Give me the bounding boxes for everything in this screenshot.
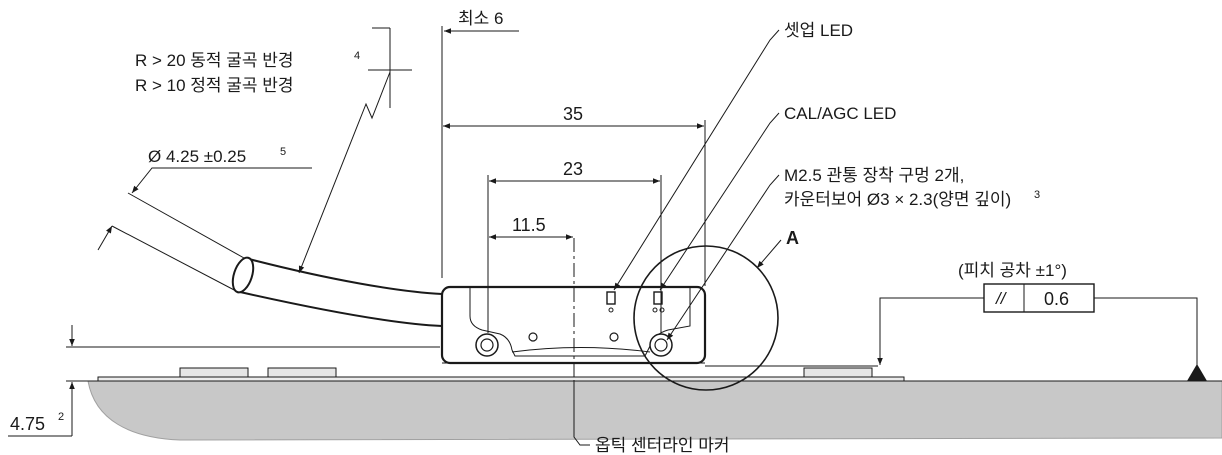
cable-bottom-edge xyxy=(239,291,443,327)
setup-led-leader xyxy=(613,29,780,291)
tolerance-leader-right xyxy=(1094,297,1198,366)
mount-holes-note: 3 xyxy=(1034,189,1040,201)
cable-diameter-ext-bottom xyxy=(111,225,239,293)
mount-hole-right-outer xyxy=(649,333,673,357)
dim-35-label: 35 xyxy=(563,104,583,124)
height-label: 4.75 xyxy=(10,414,45,434)
cable-diameter-note: 5 xyxy=(280,146,286,158)
scale-pad-1 xyxy=(179,367,249,378)
cable-diameter-arrow-bottom xyxy=(97,225,113,251)
cal-agc-led-label: CAL/AGC LED xyxy=(784,104,896,123)
optical-centerline-leader xyxy=(573,380,590,446)
height-note: 2 xyxy=(58,411,64,423)
detail-a-label: A xyxy=(786,228,799,248)
cable-top-edge xyxy=(244,257,443,295)
detail-a-leader xyxy=(756,239,782,269)
mount-hole-left-inner xyxy=(480,338,494,352)
cal-led-dot-1 xyxy=(652,307,658,313)
scale-pad-2 xyxy=(267,367,337,378)
setup-led-dot xyxy=(608,307,614,313)
dynamic-bend-note: 4 xyxy=(354,50,360,62)
min-clearance-label: 최소 6 xyxy=(458,9,503,28)
dynamic-bend-label: R > 20 동적 굴곡 반경 xyxy=(135,51,294,70)
detail-a-circle xyxy=(633,245,779,391)
setup-led-label: 셋업 LED xyxy=(784,21,853,40)
parallel-value: 0.6 xyxy=(1044,289,1069,309)
small-hole-2 xyxy=(609,332,619,342)
mount-hole-right-inner xyxy=(654,338,668,352)
tolerance-leader-left xyxy=(877,297,984,365)
small-hole-1 xyxy=(528,332,538,342)
cal-led-dot-2 xyxy=(659,307,665,313)
dim-23-label: 23 xyxy=(563,159,583,179)
dim-11-5-label: 11.5 xyxy=(512,215,546,235)
bend-radius-leader xyxy=(298,71,391,274)
mount-holes-leader xyxy=(666,174,780,341)
cal-agc-led-leader xyxy=(659,112,780,291)
datum-triangle xyxy=(1187,364,1207,381)
cable-diameter-label: Ø 4.25 ±0.25 xyxy=(148,147,246,166)
cable-diameter-ext-top xyxy=(127,192,245,259)
scale-pad-3 xyxy=(803,367,873,378)
pitch-tolerance-label: (피치 공차 ±1°) xyxy=(958,261,1067,280)
tolerance-frame xyxy=(983,283,1095,313)
mount-hole-left-outer xyxy=(475,333,499,357)
optical-centerline-label: 옵틱 센터라인 마커 xyxy=(595,436,730,455)
setup-led xyxy=(606,291,616,305)
cal-agc-led xyxy=(653,291,663,305)
mount-holes-label-line2: 카운터보어 Ø3 × 2.3(양면 깊이) xyxy=(784,190,1011,209)
cable-diameter-leader xyxy=(131,167,312,194)
static-bend-label: R > 10 정적 굴곡 반경 xyxy=(135,76,294,95)
scale-surface xyxy=(87,380,1222,441)
scale-strip xyxy=(97,376,905,382)
parallel-symbol: // xyxy=(995,289,1008,308)
readhead-lower-curve xyxy=(511,347,651,353)
mount-holes-label-line1: M2.5 관통 장착 구멍 2개, xyxy=(784,166,964,185)
